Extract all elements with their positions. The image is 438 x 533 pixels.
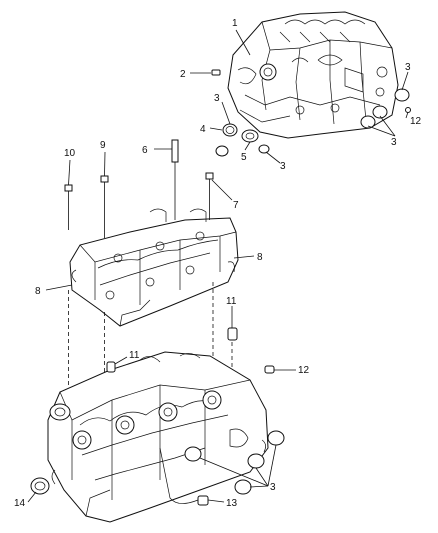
callout-10: 10 [64,148,76,159]
callout-4: 4 [200,124,206,135]
leader-lines [27,29,409,503]
callout-2: 2 [180,69,186,80]
callout-5: 5 [241,152,247,163]
callout-labels: 1 2 3 4 5 3 3 3 12 10 9 6 7 8 8 11 11 12… [14,18,422,509]
callout-1: 1 [232,18,238,29]
upper-block-loose-parts [211,69,411,157]
callout-3-lower: 3 [270,482,276,493]
callout-7: 7 [233,200,239,211]
callout-13: 13 [226,498,238,509]
callout-11-upper: 11 [226,296,237,307]
callout-12-upper: 12 [410,116,422,127]
callout-12-lower: 12 [298,365,310,376]
callout-8-left: 8 [35,286,41,297]
callout-11-lower: 11 [129,350,140,361]
callout-3-upper-right-top: 3 [405,62,411,73]
lower-block-loose-parts [30,361,285,506]
callout-3-upper-left: 3 [214,93,220,104]
callout-9: 9 [100,140,106,151]
bedplate-bolts [64,139,238,341]
callout-3-upper-right-bottom: 3 [391,137,397,148]
callout-3-upper-center: 3 [280,161,286,172]
bedplate-illustration [69,208,239,327]
callout-14: 14 [14,498,26,509]
lower-cylinder-block-illustration [47,351,269,523]
callout-8-right: 8 [257,252,263,263]
callout-6: 6 [142,145,148,156]
upper-engine-block-illustration [227,11,399,139]
